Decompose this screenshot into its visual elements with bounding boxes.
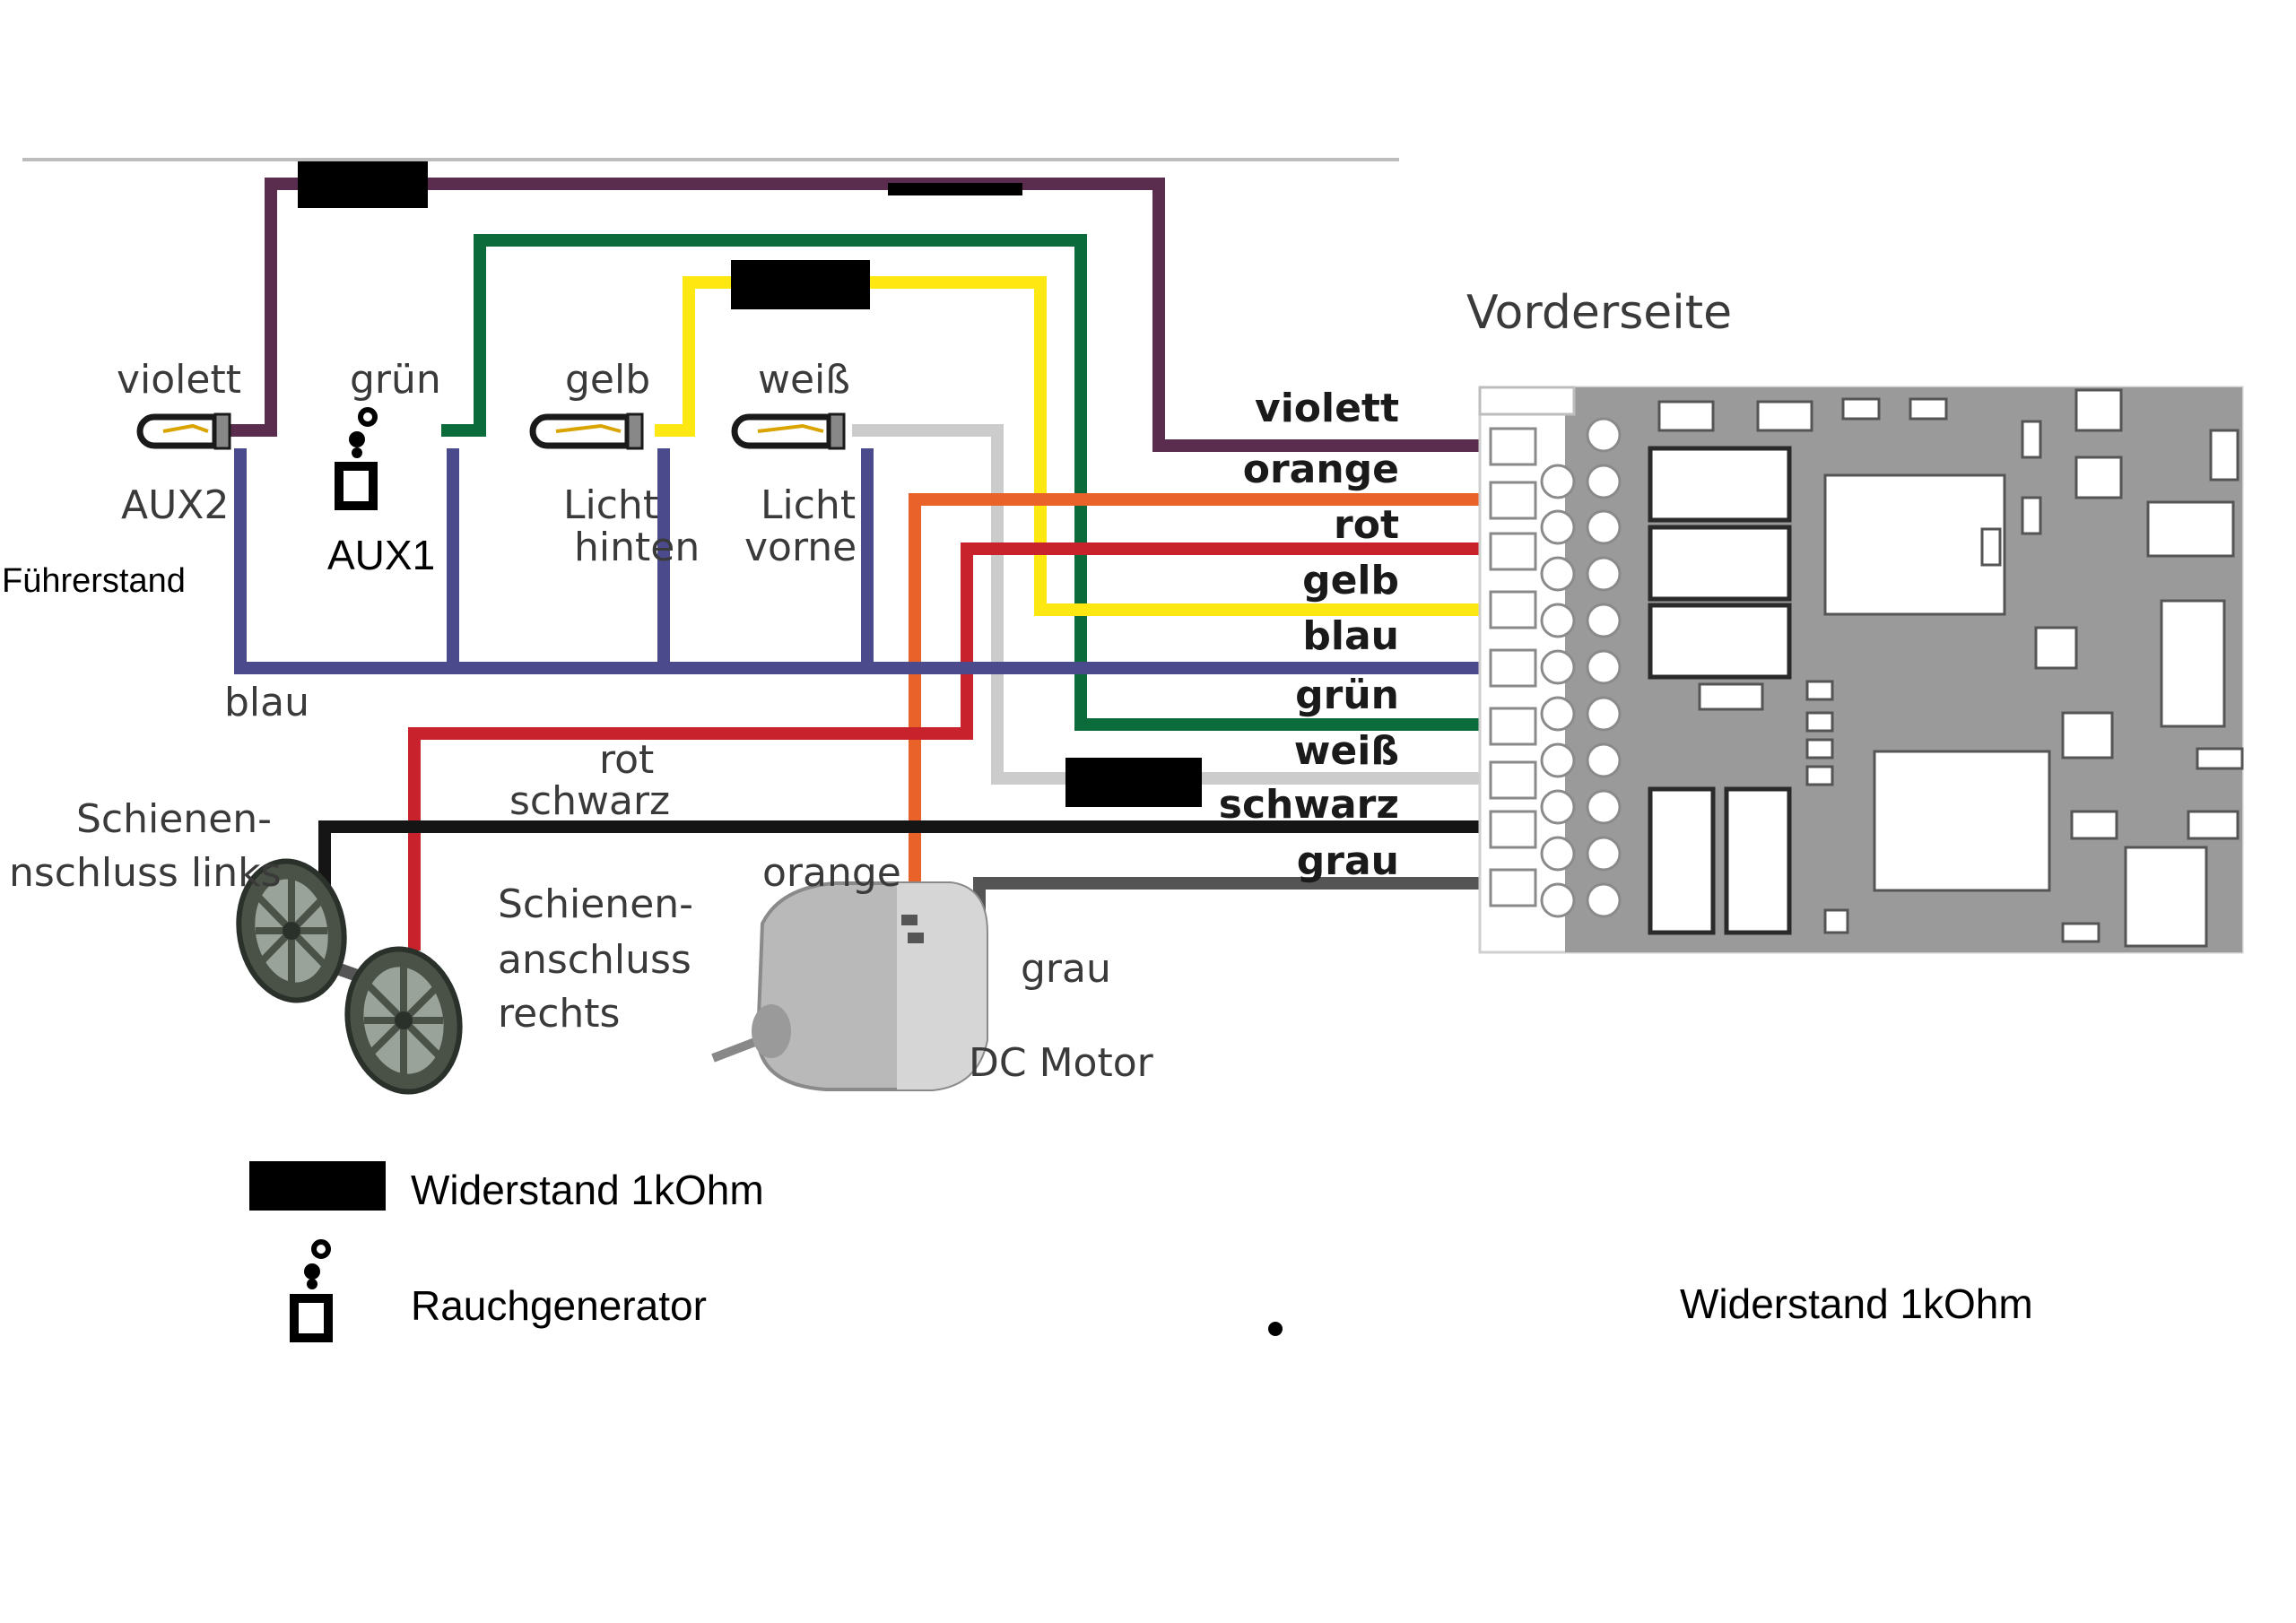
dc-motor-icon [711,881,988,1091]
lamp-caption-vorne-2: vorne [744,525,857,570]
pin-label-orange: orange [1243,447,1399,492]
resistor-weiss [1065,758,1202,807]
resistors [298,161,1202,807]
wire-weiss [852,424,1500,785]
lamp-licht-vorne [731,412,846,450]
rail-right-label-2: anschluss [498,937,691,983]
legend-smoke-label: Rauchgenerator [411,1282,707,1329]
pin-label-gelb: gelb [1302,558,1399,603]
rail-right-label-1: Schienen- [498,881,693,927]
pin-label-violett: violett [1255,386,1399,431]
lamp-caption-aux2: AUX2 [121,482,229,528]
blau-label: blau [224,680,309,725]
pin-label-gruen: grün [1295,673,1399,718]
lamp-caption-hinten-2: hinten [574,525,700,570]
legend-resistor-swatch [249,1161,386,1211]
wire-blau-bus [234,448,1500,674]
lamp-icon [529,413,631,449]
stray-dot [1268,1322,1283,1336]
motor-label: DC Motor [969,1040,1154,1086]
pin-label-grau: grau [1297,838,1399,884]
resistor-gelb [731,260,870,309]
wire-violett [229,178,1500,452]
grau-label: grau [1021,946,1111,992]
fuehrerstand-label: Führerstand [2,562,186,600]
pin-label-weiss: weiß [1294,728,1399,774]
wire-label-gelb: gelb [565,357,650,403]
lamp-caption-hinten-1: Licht [563,482,658,528]
wheelset-icon [236,858,463,1095]
legend-resistor-right-label: Widerstand 1kOhm [1680,1280,2033,1327]
resistor-violett [298,161,428,208]
pin-label-schwarz: schwarz [1219,782,1399,828]
wire-label-violett: violett [117,357,241,403]
lamp-aux2 [136,412,231,450]
wire-gruen [441,234,1500,731]
rail-right-label-3: rechts [498,991,620,1037]
board-title: Vorderseite [1466,286,1732,340]
legend-resistor-label: Widerstand 1kOhm [411,1167,764,1213]
pin-labels: violett orange rot gelb blau grün weiß s… [1219,386,1399,884]
lamp-licht-hinten [529,412,644,450]
resistor-violett-2 [888,183,1022,195]
aux1-caption: AUX1 [327,532,435,578]
legend: Widerstand 1kOhm Rauchgenerator Widersta… [249,1161,2033,1342]
wire-grau [973,877,1500,950]
orange-label: orange [762,850,901,896]
wire-orange [909,493,1500,888]
wire-label-gruen: grün [350,357,441,403]
lamp-icon [731,413,833,449]
decoder-pcb [1478,386,2244,954]
legend-smoke-icon [290,1239,333,1342]
schwarz-label: schwarz [509,778,670,824]
pin-label-rot: rot [1334,502,1399,548]
rail-left-label-1: Schienen- [76,796,272,842]
rot-label: rot [599,737,654,783]
smoke-generator-icon [335,407,378,510]
lamp-icon [136,413,219,449]
wire-rot [408,542,1500,950]
rail-left-label-2: nschluss links [9,850,282,896]
lamp-caption-vorne-1: Licht [761,482,856,528]
wire-label-weiss: weiß [758,357,850,403]
pin-label-blau: blau [1302,613,1399,659]
